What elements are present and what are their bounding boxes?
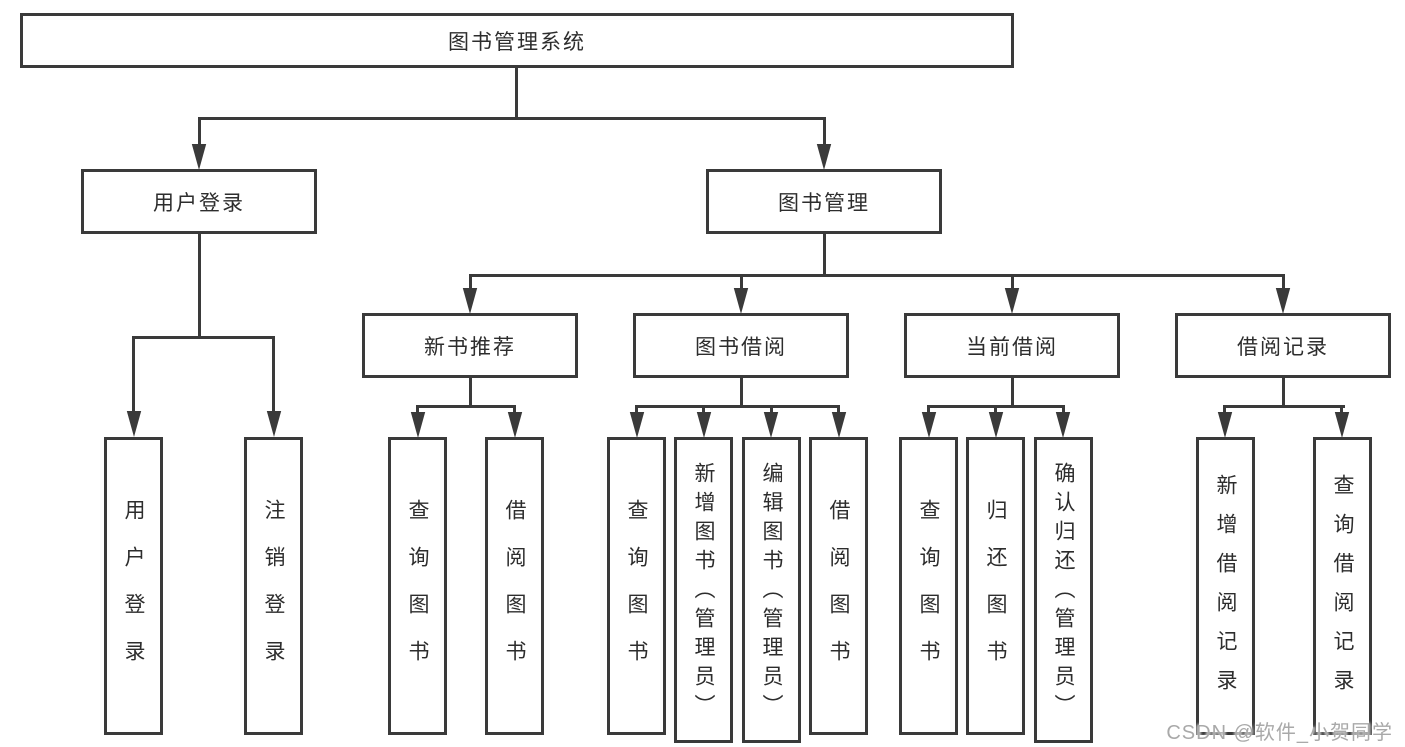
connector-line bbox=[1011, 274, 1014, 291]
arrow-down-icon bbox=[1217, 412, 1233, 438]
leaf-add-book-admin: 新增图书（管理员） bbox=[674, 437, 733, 743]
node-label: 借阅图书 bbox=[827, 498, 850, 687]
arrow-down-icon bbox=[1275, 288, 1291, 314]
connector-line bbox=[469, 274, 472, 291]
arrow-down-icon bbox=[629, 412, 645, 438]
connector-line bbox=[770, 405, 773, 415]
node-label: 编辑图书（管理员） bbox=[760, 461, 783, 723]
arrow-down-icon bbox=[921, 412, 937, 438]
node-label: 新增图书（管理员） bbox=[692, 461, 715, 723]
node-label: 用户登录 bbox=[153, 191, 245, 215]
connector-line bbox=[513, 405, 516, 415]
node-label: 查询图书 bbox=[917, 498, 940, 687]
node-label: 查询借阅记录 bbox=[1331, 473, 1354, 708]
node-label: 图书借阅 bbox=[695, 335, 787, 359]
connector-line bbox=[1062, 405, 1065, 415]
connector-line bbox=[927, 405, 930, 415]
connector-line bbox=[1011, 378, 1014, 406]
node-label: 查询图书 bbox=[406, 498, 429, 687]
arrow-down-icon bbox=[1055, 412, 1071, 438]
arrow-down-icon bbox=[1334, 412, 1350, 438]
arrow-down-icon bbox=[507, 412, 523, 438]
leaf-borrow-books-borrowing: 借阅图书 bbox=[809, 437, 868, 735]
node-label: 用户登录 bbox=[122, 498, 145, 687]
connector-line bbox=[272, 336, 275, 414]
connector-line bbox=[1282, 274, 1285, 291]
connector-line bbox=[1223, 405, 1226, 415]
connector-line bbox=[1223, 405, 1345, 408]
connector-line bbox=[416, 405, 516, 408]
node-label: 图书管理 bbox=[778, 191, 870, 215]
node-book-management: 图书管理 bbox=[706, 169, 942, 234]
node-label: 查询图书 bbox=[625, 498, 648, 687]
connector-line bbox=[823, 234, 826, 275]
arrow-down-icon bbox=[816, 144, 832, 170]
leaf-borrow-books-recommend: 借阅图书 bbox=[485, 437, 544, 735]
connector-line bbox=[198, 117, 201, 148]
connector-line bbox=[132, 336, 135, 414]
leaf-add-borrow-record: 新增借阅记录 bbox=[1196, 437, 1255, 735]
csdn-watermark: CSDN @软件_小贺同学 bbox=[1166, 722, 1393, 744]
connector-line bbox=[1282, 378, 1285, 406]
leaf-query-books-borrowing: 查询图书 bbox=[607, 437, 666, 735]
connector-line bbox=[837, 405, 840, 415]
connector-line bbox=[1340, 405, 1343, 415]
connector-line bbox=[198, 117, 826, 120]
arrow-down-icon bbox=[410, 412, 426, 438]
node-label: 当前借阅 bbox=[966, 335, 1058, 359]
node-new-book-recommend: 新书推荐 bbox=[362, 313, 578, 378]
connector-line bbox=[994, 405, 997, 415]
arrow-down-icon bbox=[462, 288, 478, 314]
leaf-confirm-return-admin: 确认归还（管理员） bbox=[1034, 437, 1093, 743]
arrow-down-icon bbox=[696, 412, 712, 438]
leaf-return-books: 归还图书 bbox=[966, 437, 1025, 735]
node-borrowing-records: 借阅记录 bbox=[1175, 313, 1391, 378]
leaf-query-books-recommend: 查询图书 bbox=[388, 437, 447, 735]
arrow-down-icon bbox=[266, 411, 282, 437]
connector-line bbox=[702, 405, 705, 415]
connector-line bbox=[635, 405, 840, 408]
connector-line bbox=[469, 274, 1285, 277]
connector-line bbox=[740, 274, 743, 291]
node-label: 新增借阅记录 bbox=[1214, 473, 1237, 708]
node-label: 借阅图书 bbox=[503, 498, 526, 687]
arrow-down-icon bbox=[763, 412, 779, 438]
node-label: 注销登录 bbox=[262, 498, 285, 687]
leaf-logout: 注销登录 bbox=[244, 437, 303, 735]
connector-line bbox=[198, 234, 201, 337]
leaf-user-login: 用户登录 bbox=[104, 437, 163, 735]
connector-line bbox=[740, 378, 743, 406]
connector-line bbox=[132, 336, 275, 339]
leaf-query-books-current: 查询图书 bbox=[899, 437, 958, 735]
connector-line bbox=[635, 405, 638, 415]
node-label: 新书推荐 bbox=[424, 335, 516, 359]
arrow-down-icon bbox=[191, 144, 207, 170]
connector-line bbox=[416, 405, 419, 415]
leaf-edit-book-admin: 编辑图书（管理员） bbox=[742, 437, 801, 743]
arrow-down-icon bbox=[831, 412, 847, 438]
arrow-down-icon bbox=[988, 412, 1004, 438]
arrow-down-icon bbox=[1004, 288, 1020, 314]
connector-line bbox=[515, 67, 518, 118]
node-label: 图书管理系统 bbox=[448, 30, 586, 54]
node-current-borrowing: 当前借阅 bbox=[904, 313, 1120, 378]
arrow-down-icon bbox=[126, 411, 142, 437]
node-root-library-system: 图书管理系统 bbox=[20, 13, 1014, 68]
node-label: 借阅记录 bbox=[1237, 335, 1329, 359]
node-user-login: 用户登录 bbox=[81, 169, 317, 234]
connector-line bbox=[823, 117, 826, 148]
node-label: 确认归还（管理员） bbox=[1052, 461, 1075, 723]
node-book-borrowing: 图书借阅 bbox=[633, 313, 849, 378]
leaf-query-borrow-record: 查询借阅记录 bbox=[1313, 437, 1372, 735]
node-label: 归还图书 bbox=[984, 498, 1007, 687]
arrow-down-icon bbox=[733, 288, 749, 314]
connector-line bbox=[469, 378, 472, 406]
